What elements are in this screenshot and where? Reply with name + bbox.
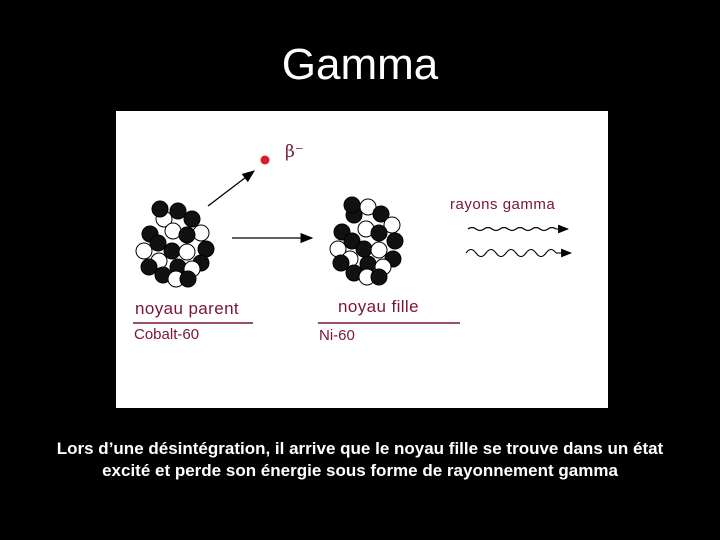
daughter-element-name: Ni-60 xyxy=(319,327,355,344)
parent-nucleus xyxy=(135,200,215,288)
beta-emission-arrow xyxy=(207,170,256,207)
parent-nucleus-label: noyau parent xyxy=(135,299,239,318)
parent-element-name: Cobalt-60 xyxy=(134,326,199,343)
decay-diagram: β⁻ rayons gamma noyau parent Cobalt-60 n… xyxy=(116,111,608,408)
slide-title: Gamma xyxy=(281,40,439,89)
caption-line-1: Lors d’une désintégration, il arrive que… xyxy=(56,439,664,458)
daughter-nucleus xyxy=(329,196,404,286)
caption: Lors d’une désintégration, il arrive que… xyxy=(20,438,700,482)
beta-label: β⁻ xyxy=(285,142,304,162)
gamma-ray-wave-1 xyxy=(467,226,557,232)
beta-particle xyxy=(260,155,270,165)
diagram-canvas: β⁻ rayons gamma noyau parent Cobalt-60 n… xyxy=(133,142,573,344)
caption-line-2: excité et perde son énergie sous forme d… xyxy=(102,461,618,480)
gamma-ray-wave-2 xyxy=(465,248,557,258)
gamma-rays-label: rayons gamma xyxy=(450,196,555,213)
daughter-nucleus-label: noyau fille xyxy=(338,297,419,316)
